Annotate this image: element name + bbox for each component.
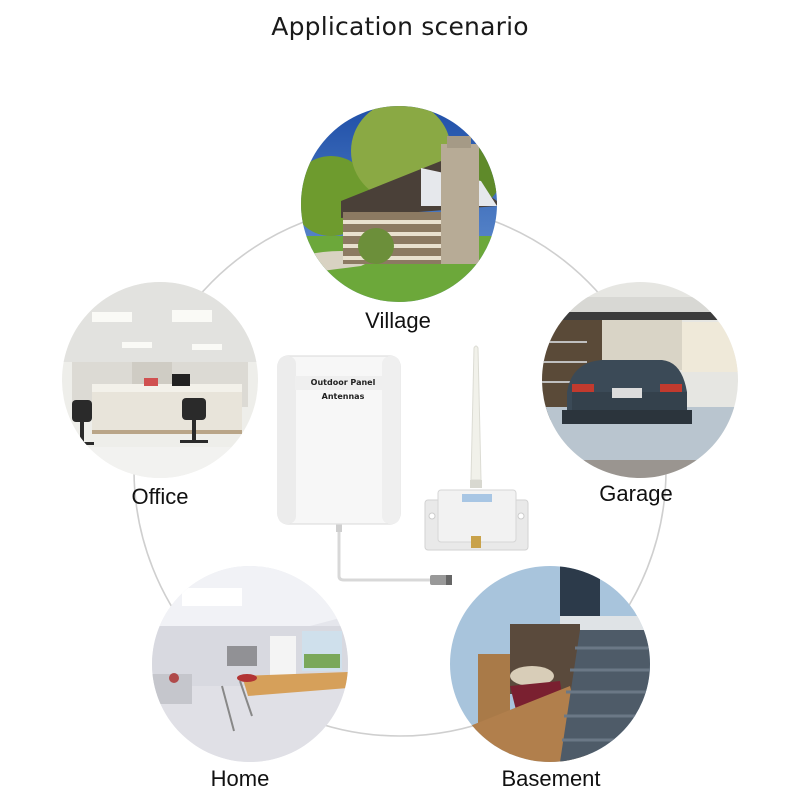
office-photo bbox=[62, 282, 258, 478]
basement-label: Basement bbox=[501, 766, 601, 791]
home-label: Home bbox=[210, 766, 270, 791]
home-photo bbox=[152, 566, 348, 762]
house-photo-icon bbox=[301, 106, 497, 302]
office-label: Office bbox=[131, 484, 189, 509]
page-title: Application scenario bbox=[271, 12, 529, 41]
garage-photo bbox=[542, 282, 738, 478]
office-photo-icon bbox=[62, 282, 258, 478]
basement-photo bbox=[450, 566, 650, 762]
panel-antenna-label: Outdoor Panel Antennas bbox=[295, 376, 391, 401]
garage-photo-icon bbox=[542, 282, 738, 478]
village-photo bbox=[301, 106, 497, 302]
home-photo-icon bbox=[152, 566, 348, 762]
garage-label: Garage bbox=[599, 481, 673, 506]
product-illustration bbox=[277, 345, 529, 585]
whip-antenna bbox=[470, 345, 482, 481]
basement-photo-icon bbox=[450, 566, 650, 762]
coax-cable bbox=[337, 528, 440, 582]
village-label: Village bbox=[365, 308, 431, 333]
